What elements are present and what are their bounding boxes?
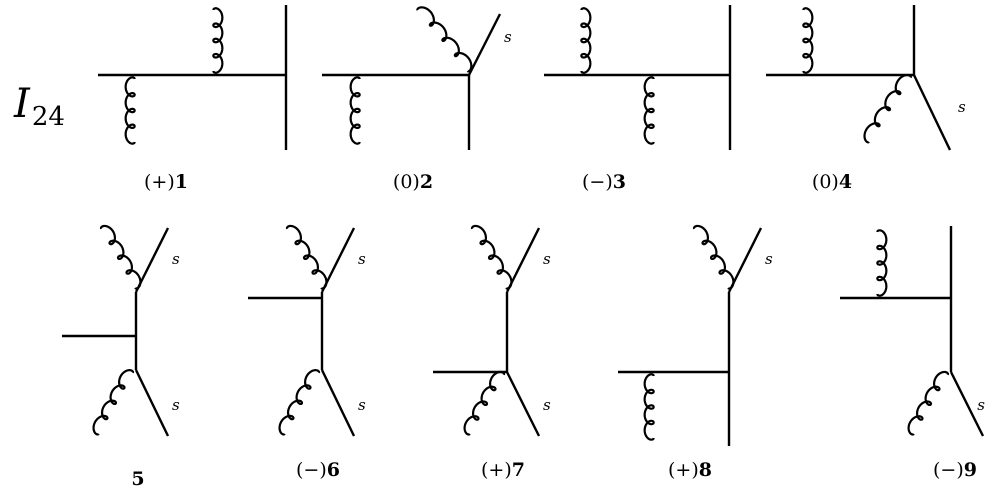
diagram-1: (+)1 [98,5,288,193]
diagram-8-gluon-diagonal [692,224,735,290]
diagram-8: s (+)8 [618,224,773,481]
diagram-2: s (0)2 [322,6,512,193]
diagram-9-caption: (−)9 [933,459,977,481]
diagram-5-caption: 5 [131,468,144,490]
diagram-4-gluon-top [802,7,814,74]
diagram-7-s-line-bottom [505,371,541,437]
diagram-6-s-label-bottom: s [358,396,366,414]
diagram-9: s (−)9 [840,226,985,481]
gluon-coil [99,224,142,290]
diagram-5: s s 5 [62,224,180,490]
gluon-coil [463,370,506,436]
diagram-6-caption: (−)6 [296,459,340,481]
gluon-coil [416,6,473,73]
diagram-3-gluon-top [580,7,592,74]
diagram-3: (−)3 [544,5,732,193]
diagram-5-gluon-top [99,224,142,290]
diagram-6-s-label-top: s [358,250,366,268]
diagram-6-gluon-bottom [278,369,321,436]
diagram-7-gluon-bottom [463,370,506,436]
diagram-7-caption: (+)7 [481,459,525,481]
diagram-2-s-label: s [504,28,512,46]
diagram-1-caption: (+)1 [144,171,188,193]
diagram-9-gluon-top [876,229,888,297]
diagram-4-s-label: s [958,98,966,116]
diagram-4: s (0)4 [766,5,966,193]
gluon-coil [802,7,814,74]
gluon-coil [124,76,136,145]
diagram-2-gluon-bottom [349,76,361,145]
diagram-9-gluon-diagonal [907,370,950,436]
gluon-coil [692,224,735,290]
diagram-7: s s (+)7 [433,224,551,481]
gluon-coil [285,224,328,290]
diagram-6: s s (−)6 [248,224,366,481]
diagram-8-caption: (+)8 [668,459,712,481]
diagram-2-caption: (0)2 [393,171,433,193]
title-letter: I [13,81,31,127]
diagram-3-caption: (−)3 [582,171,626,193]
diagram-4-gluon-diagonal [863,73,912,144]
diagram-7-s-label-top: s [543,250,551,268]
diagram-4-caption: (0)4 [812,171,852,193]
diagram-6-s-line-bottom [320,369,356,437]
diagram-5-gluon-bottom [92,369,135,436]
diagram-7-s-label-bottom: s [543,396,551,414]
diagram-2-gluon-diagonal [416,6,473,73]
gluon-coil [863,73,912,144]
gluon-coil [876,229,888,297]
figure-title: I24 [13,81,65,132]
diagram-8-s-label: s [765,250,773,268]
diagram-5-s-label-bottom: s [172,396,180,414]
gluon-coil [212,7,224,74]
diagram-9-s-line [949,371,985,437]
diagram-6-gluon-top [285,224,328,290]
gluon-coil [580,7,592,74]
gluon-coil [92,369,135,436]
diagram-9-s-label: s [977,396,985,414]
diagram-5-s-label-top: s [172,250,180,268]
gluon-coil [643,76,655,145]
gluon-coil [643,373,655,441]
title-subscript: 24 [32,102,65,132]
diagram-4-s-line [912,74,952,151]
gluon-coil [278,369,321,436]
gluon-coil [349,76,361,145]
diagram-5-s-line-bottom [134,369,170,437]
diagram-1-gluon-bottom [124,76,136,145]
diagram-8-gluon-bottom [643,373,655,441]
gluon-coil [470,224,513,290]
diagram-2-s-line [467,13,502,76]
diagram-7-gluon-top [470,224,513,290]
gluon-coil [907,370,950,436]
diagram-1-gluon-top [212,7,224,74]
diagram-3-gluon-bottom [643,76,655,145]
